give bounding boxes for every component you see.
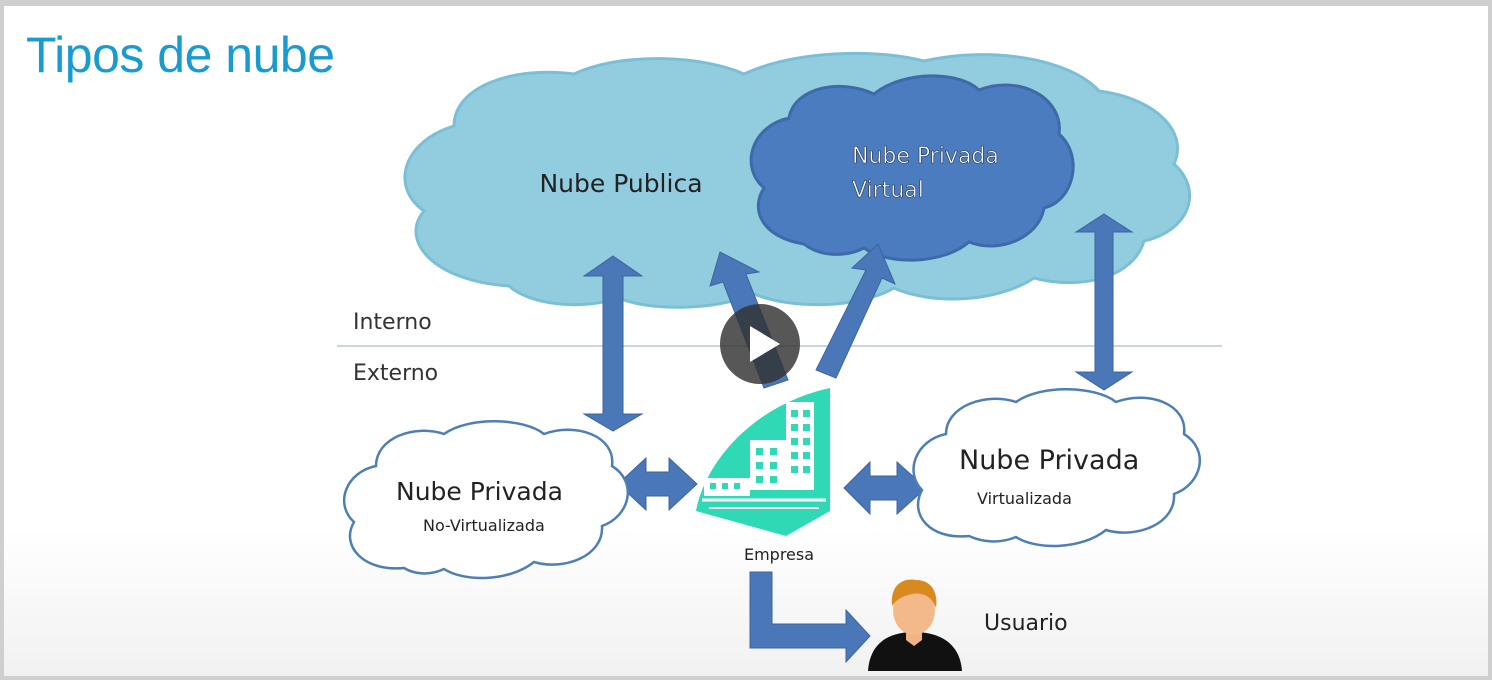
user-label: Usuario — [984, 611, 1068, 636]
arrow-virtual-to-empresa — [815, 243, 896, 379]
internal-label: Interno — [353, 310, 432, 335]
company-building-icon — [696, 388, 830, 536]
arrow-virtualized-to-public — [1074, 213, 1134, 391]
private-cloud-nonvirtual: Nube Privada No-Virtualizada — [343, 420, 630, 580]
nonvirtual-cloud-title: Nube Privada — [396, 477, 563, 506]
slide-title: Tipos de nube — [26, 27, 335, 83]
virtual-private-cloud: Nube Privada Virtual — [749, 74, 1075, 262]
user-avatar-icon — [868, 579, 962, 671]
virtualized-cloud-title: Nube Privada — [959, 445, 1139, 476]
virtual-cloud-label-line-1: Nube Privada — [852, 144, 999, 169]
public-cloud-label: Nube Publica — [539, 169, 702, 198]
virtualized-cloud-subtitle: Virtualizada — [977, 489, 1072, 508]
cloud-types-diagram: Nube Publica Nube Privada Virtual Intern… — [337, 51, 1222, 671]
nonvirtual-cloud-subtitle: No-Virtualizada — [423, 516, 545, 535]
arrow-empresa-to-usuario — [749, 571, 871, 664]
virtual-cloud-label-line-2: Virtual — [852, 178, 924, 203]
external-label: Externo — [353, 361, 438, 386]
company-label: Empresa — [744, 545, 814, 564]
private-cloud-virtualized: Nube Privada Virtualizada — [912, 388, 1202, 548]
arrow-public-to-nonvirtual — [582, 255, 644, 432]
arrow-nonvirtual-empresa — [617, 456, 698, 512]
play-button[interactable] — [720, 304, 800, 384]
